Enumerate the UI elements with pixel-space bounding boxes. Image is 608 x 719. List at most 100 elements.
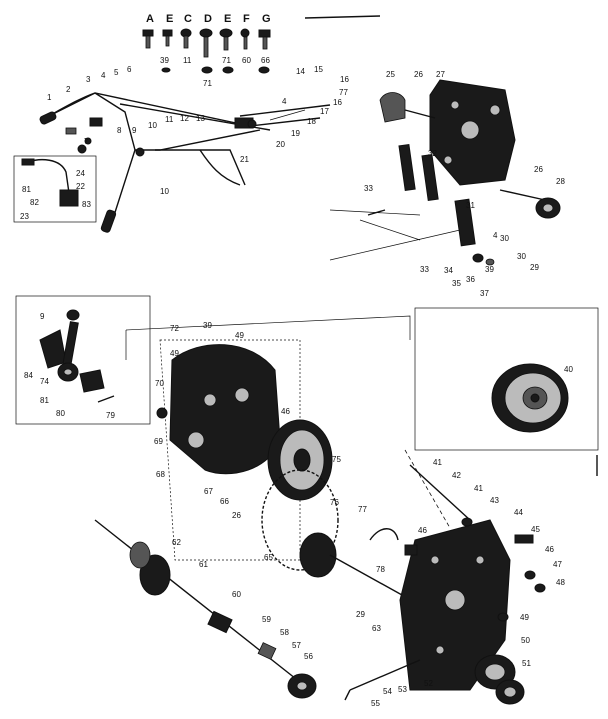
callout-19: 19 [291,129,300,138]
callout-58: 58 [280,628,289,637]
callout-34: 34 [444,266,453,275]
callout-46b: 46 [545,545,554,554]
chain-icon [261,469,339,571]
callout-9: 9 [132,126,137,135]
callout-17: 17 [320,107,329,116]
callout-5: 5 [114,68,119,77]
bolt-e-icon [162,29,173,47]
callout-12: 12 [180,114,189,123]
callout-74: 74 [40,377,49,386]
callout-32: 32 [428,149,437,158]
callout-63: 63 [372,624,381,633]
callout-4-top: 4 [282,97,287,106]
callout-68: 68 [156,470,165,479]
callout-51: 51 [522,659,531,668]
callout-11: 11 [183,56,192,65]
callout-71: 71 [222,56,231,65]
bolt-f-icon [240,28,250,50]
callout-48: 48 [556,578,565,587]
callout-20: 20 [276,140,285,149]
callout-70: 70 [155,379,164,388]
callout-77: 77 [358,505,367,514]
nut-icon [201,66,213,74]
callout-1a: 1 [47,93,52,102]
callout-4-trans: 4 [493,231,498,240]
callout-57: 57 [292,641,301,650]
callout-9-inset: 9 [40,312,45,321]
callout-66: 66 [261,56,270,65]
callout-25: 25 [386,70,395,79]
callout-49a: 49 [235,331,244,340]
bolt-c-icon [180,28,192,49]
callout-79: 79 [106,411,115,420]
callout-67: 67 [204,487,213,496]
grip-icon [100,209,117,233]
callout-71-lower: 71 [203,79,212,88]
header-rule [304,15,381,19]
callout-11: 11 [165,115,174,124]
hardware-letter-c: C [184,13,192,25]
callout-33a: 33 [364,184,373,193]
belt-guide-inset: 9 84 74 81 80 79 [15,295,151,425]
control-lever-inset [13,155,97,223]
callout-10: 10 [148,121,157,130]
callout-37: 37 [480,289,489,298]
callout-56: 56 [304,652,313,661]
callout-46c: 46 [418,526,427,535]
callout-50: 50 [521,636,530,645]
callout-52: 52 [424,679,433,688]
callout-8: 8 [117,126,122,135]
callout-53: 53 [398,685,407,694]
callout-23: 23 [20,212,29,221]
callout-33b: 33 [420,265,429,274]
callout-47: 47 [553,560,562,569]
callout-55: 55 [371,699,380,708]
callout-75: 75 [332,455,341,464]
callout-41b: 41 [474,484,483,493]
hardware-letter-e2: E [224,13,231,25]
callout-36: 36 [466,275,475,284]
callout-39: 39 [160,56,169,65]
callout-6: 6 [127,65,132,74]
callout-65: 65 [264,553,273,562]
washer-icon [161,67,171,73]
callout-43: 43 [490,496,499,505]
callout-21: 21 [240,155,249,164]
callout-60: 60 [232,590,241,599]
transmission-assembly: 25 26 27 32 33 31 26 28 4 30 29 33 34 35… [329,70,565,298]
callout-62: 62 [172,538,181,547]
callout-4: 4 [101,71,106,80]
callout-10b: 10 [160,187,169,196]
pulley-inset: 40 [414,307,599,451]
nut-icon [222,66,234,74]
callout-69: 69 [154,437,163,446]
callout-54: 54 [383,687,392,696]
case-assembly: 72 39 49 49 70 69 68 67 66 65 26 75 46 4… [94,315,565,708]
hardware-row: A E C D E F G [142,13,271,88]
callout-59: 59 [262,615,271,624]
callout-18: 18 [307,117,316,126]
callout-16-top: 16 [340,75,349,84]
callout-39-trans: 39 [485,265,494,274]
callout-41a: 41 [433,458,442,467]
callout-13: 13 [196,114,205,123]
callout-46a: 46 [281,407,290,416]
hardware-letter-e1: E [166,13,173,25]
hardware-letter-a: A [146,13,154,25]
callout-7: 7 [84,137,89,146]
callout-49c: 49 [520,613,529,622]
bolt-a-icon [142,29,154,49]
callout-3: 3 [86,75,91,84]
callout-83: 83 [82,200,91,209]
callout-35: 35 [452,279,461,288]
callout-29: 29 [530,263,539,272]
callout-49b: 49 [170,349,179,358]
callout-22: 22 [76,182,85,191]
callout-84: 84 [24,371,33,380]
callout-31: 31 [466,201,475,210]
callout-14: 14 [296,67,305,76]
callout-27: 27 [436,70,445,79]
callout-82: 82 [30,198,39,207]
bolt-d-icon [199,28,213,58]
